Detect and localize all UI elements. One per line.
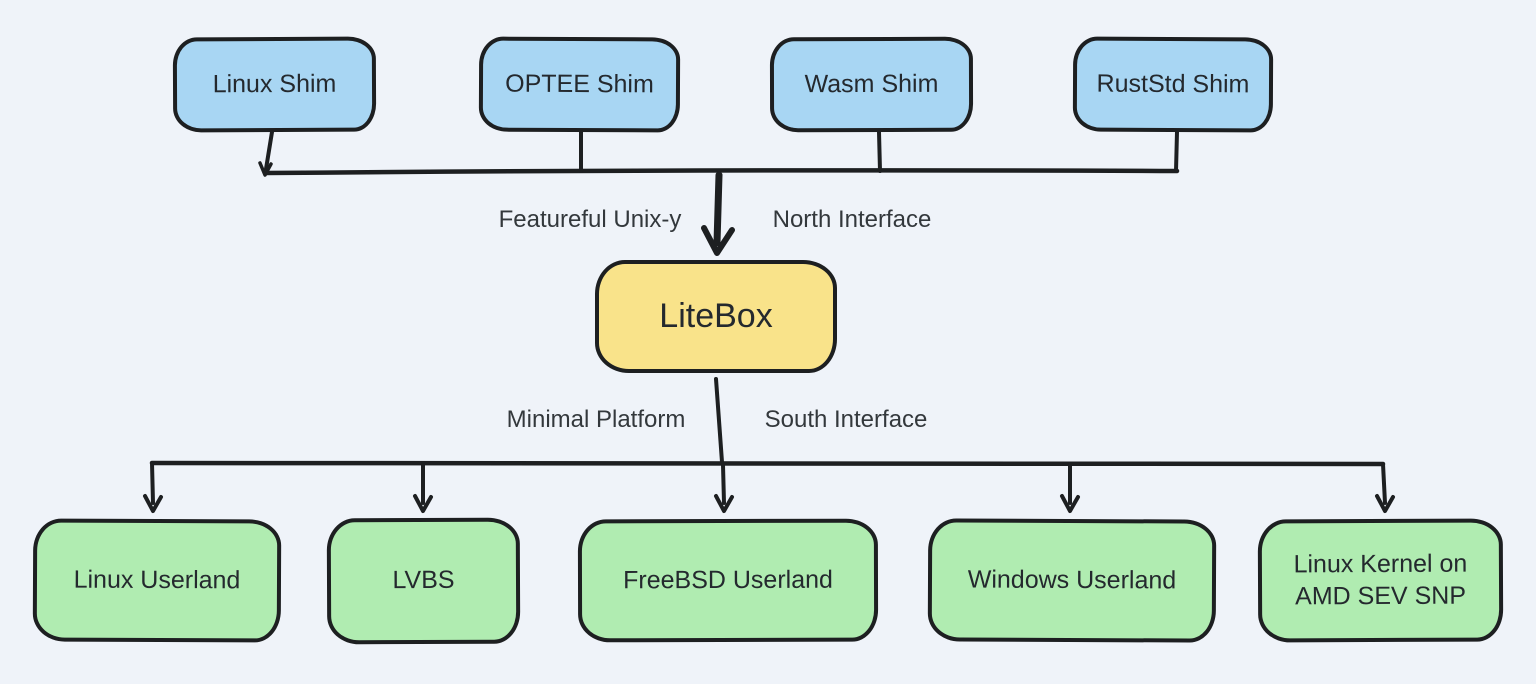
label-south-interface: South Interface (764, 406, 928, 433)
north-bus-lines (258, 130, 1180, 177)
node-label: LiteBox (659, 297, 773, 336)
drop-arrowhead-2 (413, 494, 433, 513)
node-ruststd-shim: RustStd Shim (1072, 36, 1274, 133)
drop-arrowhead-4 (1060, 494, 1080, 513)
south-bus-lines (143, 460, 1395, 513)
node-label: FreeBSD Userland (623, 565, 833, 595)
node-label: Linux Userland (73, 565, 241, 595)
node-label: Windows Userland (967, 565, 1177, 595)
node-litebox: LiteBox (595, 260, 837, 373)
node-label: LVBS (392, 566, 455, 595)
node-optee-shim: OPTEE Shim (478, 36, 681, 133)
node-wasm-shim: Wasm Shim (769, 36, 974, 133)
node-linux-userland: Linux Userland (32, 518, 282, 643)
label-north-interface: North Interface (772, 206, 932, 233)
node-label: Wasm Shim (804, 69, 939, 99)
north-arrowhead (701, 225, 735, 256)
node-linux-kernel-amd-sev-snp: Linux Kernel on AMD SEV SNP (1257, 518, 1504, 643)
node-linux-shim: Linux Shim (172, 36, 377, 133)
drop-arrowhead-5 (1375, 494, 1395, 513)
label-minimal-platform: Minimal Platform (506, 406, 686, 433)
node-label: RustStd Shim (1096, 69, 1250, 99)
node-label: Linux Shim (212, 69, 337, 99)
node-freebsd-userland: FreeBSD Userland (577, 518, 879, 643)
node-windows-userland: Windows Userland (927, 518, 1217, 643)
south-interface-line (714, 377, 724, 464)
label-featureful-unixy: Featureful Unix-y (498, 206, 682, 233)
node-label: Linux Kernel on AMD SEV SNP (1293, 549, 1468, 610)
drop-arrowhead-1 (143, 494, 163, 513)
node-lvbs: LVBS (326, 517, 521, 645)
node-label: OPTEE Shim (505, 69, 654, 99)
drop-arrowhead-3 (714, 494, 734, 513)
north-interface-arrow (701, 171, 735, 256)
